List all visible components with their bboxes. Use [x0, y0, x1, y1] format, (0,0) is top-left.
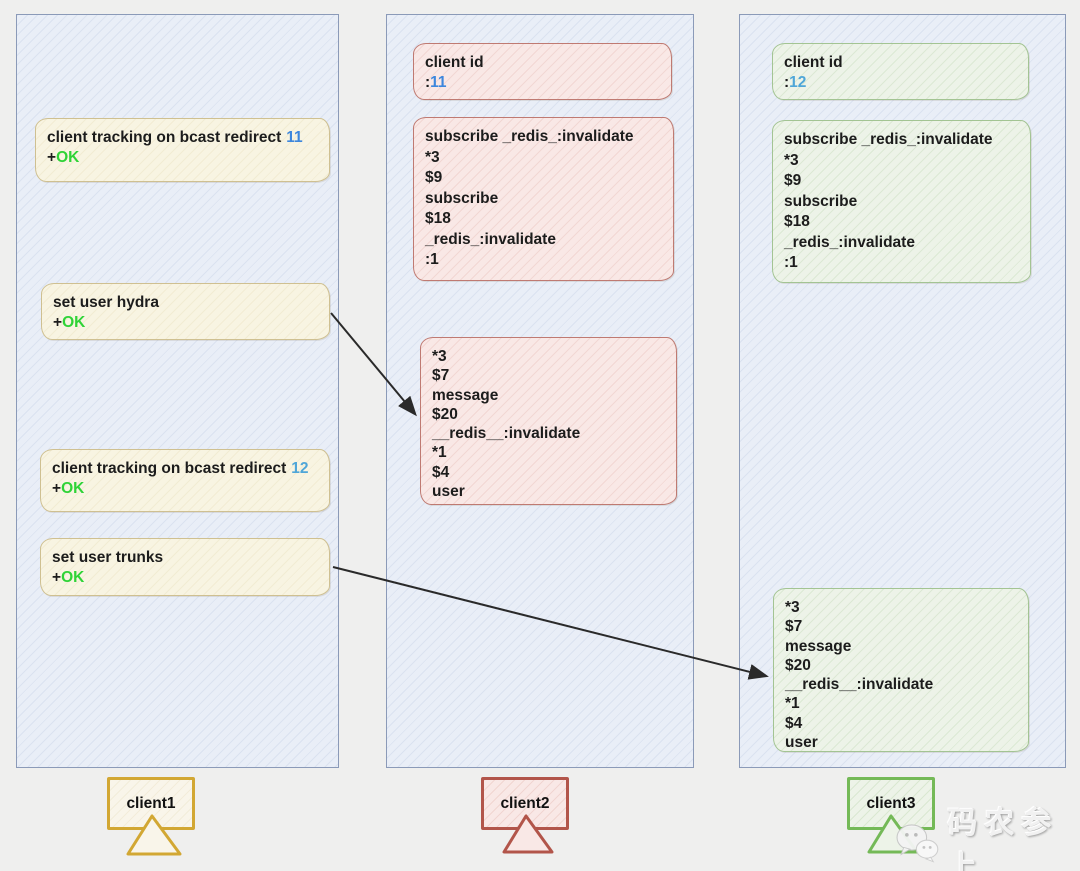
protocol-line: subscribe [425, 189, 499, 207]
client-id-label: client id [425, 54, 484, 71]
watermark-text: 码农参上 [947, 807, 1059, 871]
protocol-line: user [432, 483, 465, 501]
client2-monitor-stand [502, 814, 554, 854]
protocol-line: _redis_:invalidate [784, 233, 915, 251]
redirect-id-12: 12 [291, 460, 309, 477]
protocol-line: message [432, 386, 499, 404]
client2-label: client2 [500, 794, 550, 812]
protocol-line: $18 [425, 210, 451, 227]
protocol-line: $20 [432, 405, 458, 423]
protocol-line: *3 [784, 151, 799, 169]
client-id-12: 12 [789, 74, 807, 91]
command-line: set user hydra [53, 294, 159, 311]
protocol-line: subscribe _redis_:invalidate [784, 131, 993, 148]
protocol-line: *1 [432, 444, 447, 462]
client2-invalidate-message-box: *3 $7 message $20 __redis__:invalidate *… [420, 337, 677, 505]
protocol-line: $7 [432, 367, 450, 385]
protocol-line: __redis__:invalidate [432, 425, 581, 443]
protocol-line: $7 [785, 618, 803, 636]
set-user-hydra-box: set user hydra +OK [41, 283, 330, 340]
protocol-line: *3 [432, 348, 447, 365]
protocol-line: user [785, 734, 818, 752]
client3-id-box: client id :12 [772, 43, 1029, 100]
protocol-line: $4 [785, 714, 803, 732]
client-id-11: 11 [430, 74, 447, 91]
protocol-line: $4 [432, 463, 450, 481]
protocol-line: subscribe _redis_:invalidate [425, 128, 634, 145]
protocol-line: $20 [785, 656, 811, 674]
protocol-line: $9 [425, 169, 443, 186]
set-user-trunks-box: set user trunks +OK [40, 538, 330, 596]
client1-monitor-stand [126, 814, 182, 856]
redirect-id-11: 11 [286, 129, 303, 146]
client-id-label: client id [784, 54, 843, 71]
chat-bubbles-icon [896, 824, 939, 863]
protocol-line: message [785, 637, 852, 655]
response-line: +OK [52, 480, 85, 497]
response-line: +OK [52, 569, 85, 586]
protocol-line: *1 [785, 695, 800, 713]
watermark: 码农参上 [893, 798, 1080, 871]
response-line: +OK [47, 149, 80, 166]
client-id-value-line: :11 [425, 74, 447, 91]
client3-subscribe-box: subscribe _redis_:invalidate *3 $9 subsc… [772, 120, 1031, 283]
command-line: set user trunks [52, 549, 164, 566]
protocol-line: $9 [784, 172, 802, 189]
protocol-line: *3 [785, 599, 800, 616]
client3-label: client3 [866, 794, 916, 812]
protocol-line: :1 [425, 251, 439, 268]
client3-invalidate-message-box: *3 $7 message $20 __redis__:invalidate *… [773, 588, 1029, 752]
protocol-line: _redis_:invalidate [425, 230, 556, 248]
protocol-line: __redis__:invalidate [785, 676, 934, 694]
protocol-line: :1 [784, 254, 798, 271]
client2-id-box: client id :11 [413, 43, 672, 100]
client-id-value-line: :12 [784, 74, 807, 91]
protocol-line: $18 [784, 213, 810, 230]
client1-label: client1 [126, 794, 176, 812]
protocol-line: *3 [425, 148, 440, 166]
client2-subscribe-box: subscribe _redis_:invalidate *3 $9 subsc… [413, 117, 674, 281]
protocol-line: subscribe [784, 192, 858, 210]
response-line: +OK [53, 314, 86, 331]
